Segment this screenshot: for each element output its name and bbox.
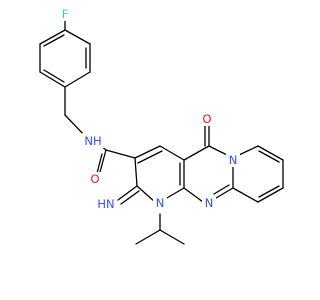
bond xyxy=(208,145,228,156)
bond xyxy=(232,187,259,203)
bond xyxy=(64,29,91,45)
bond xyxy=(159,229,185,245)
bond xyxy=(105,149,136,159)
bond xyxy=(120,190,140,205)
bond xyxy=(183,145,210,161)
atom-fluorine: F xyxy=(58,7,72,21)
atom-label-o: O xyxy=(202,112,211,126)
bond xyxy=(64,71,91,88)
atom-label-n: N xyxy=(229,153,238,167)
bond xyxy=(258,150,280,163)
atom-label-nh: NH xyxy=(84,134,101,148)
molecule-canvas: F NH O O N N xyxy=(39,7,284,245)
atom-layer: F NH O O N N xyxy=(58,7,240,211)
atom-background xyxy=(153,196,167,210)
atom-label-f: F xyxy=(62,7,69,21)
atom-background xyxy=(82,133,104,148)
atom-ketone-oxygen: O xyxy=(200,112,214,126)
bond xyxy=(258,185,280,198)
atom-background xyxy=(200,112,214,126)
bond xyxy=(43,34,65,47)
atom-amide-oxygen: O xyxy=(88,172,102,186)
bond xyxy=(39,71,66,88)
atom-amide-nh: NH xyxy=(82,133,104,148)
bond-layer xyxy=(39,19,284,245)
bond xyxy=(213,184,230,195)
atom-label-n: N xyxy=(156,196,165,210)
bond xyxy=(99,149,107,173)
bond xyxy=(134,145,161,159)
bond xyxy=(183,187,204,203)
atom-label-hn: HN xyxy=(97,197,114,211)
bond xyxy=(215,187,234,199)
bond xyxy=(134,157,138,187)
bond xyxy=(257,187,284,203)
bond xyxy=(137,150,163,164)
bond xyxy=(117,185,138,201)
atom-background xyxy=(226,153,240,167)
atom-ring-nitrogen-left: N xyxy=(153,196,167,210)
bond xyxy=(257,145,284,161)
bond xyxy=(159,145,185,161)
bond xyxy=(39,29,66,45)
atom-background xyxy=(95,196,117,211)
atom-imine: HN xyxy=(95,196,117,211)
atom-background xyxy=(202,196,216,210)
bond xyxy=(43,69,65,83)
molecule-structure: F NH O O N N xyxy=(39,7,284,245)
atom-ring-nitrogen-top: N xyxy=(226,153,240,167)
atom-background xyxy=(58,7,72,21)
atom-ring-nitrogen-bottom: N xyxy=(202,196,216,210)
bond xyxy=(238,145,259,156)
atom-label-o: O xyxy=(90,172,99,186)
bond xyxy=(136,185,156,203)
bond xyxy=(135,229,161,245)
atom-label-n: N xyxy=(205,196,214,210)
atom-background xyxy=(88,172,102,186)
